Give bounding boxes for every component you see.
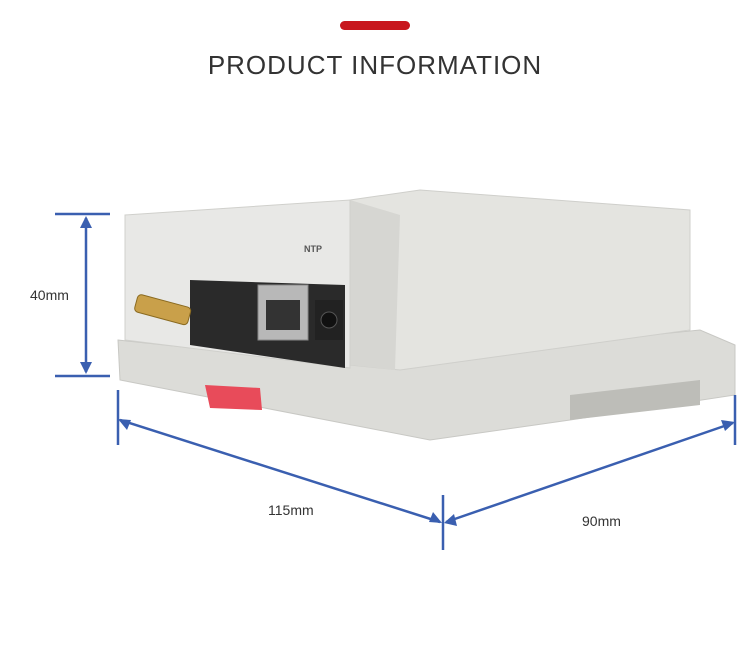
dimension-lines — [55, 212, 737, 550]
width-dimension-label: 90mm — [582, 513, 621, 529]
antenna-connector — [134, 294, 192, 326]
port-label-ntp: NTP — [304, 244, 322, 254]
length-dimension-label: 115mm — [268, 502, 314, 518]
page-title: PRODUCT INFORMATION — [207, 50, 543, 80]
din-clip — [205, 385, 262, 410]
accent-bar — [340, 21, 410, 30]
height-dimension-label: 40mm — [30, 287, 69, 303]
